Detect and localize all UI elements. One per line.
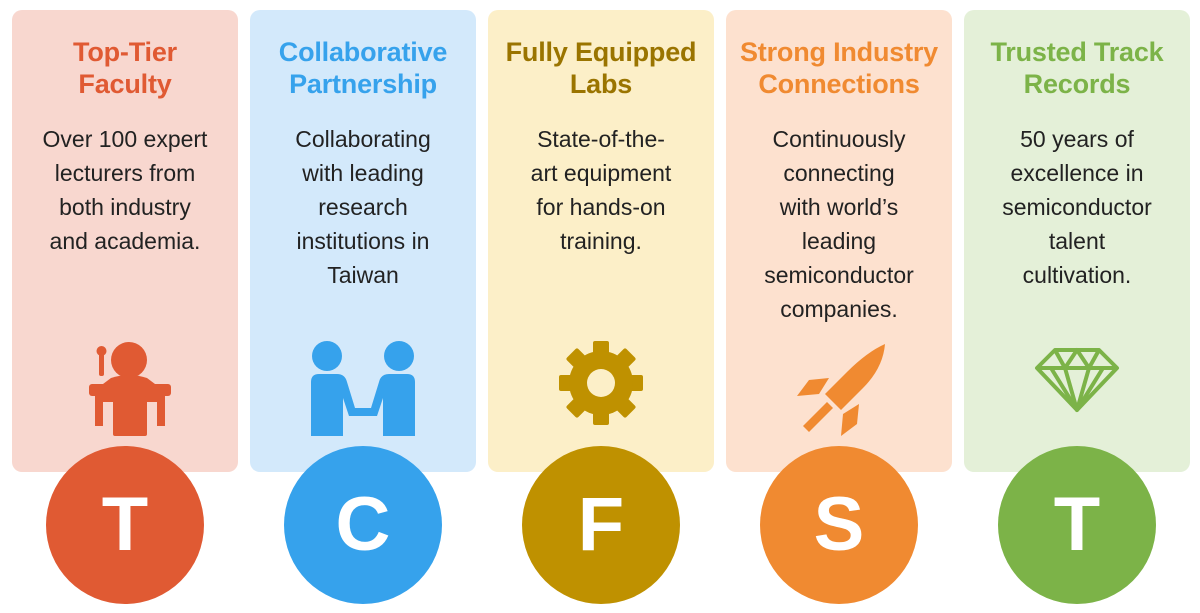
gear-icon — [541, 338, 661, 436]
desc-line: excellence in — [1010, 160, 1144, 186]
rocket-icon — [779, 338, 899, 436]
column-description: Collaborating with leading research inst… — [258, 122, 468, 292]
column-description: Over 100 expert lecturers from both indu… — [20, 122, 230, 258]
column-strong-industry-connections: Strong Industry Connections Continuously… — [726, 10, 952, 613]
desc-line: both industry — [59, 194, 191, 220]
column-title: Fully Equipped Labs — [488, 36, 714, 100]
title-line: Partnership — [289, 69, 437, 99]
desc-line: institutions in — [296, 228, 430, 254]
column-fully-equipped-labs: Fully Equipped Labs State-of-the- art eq… — [488, 10, 714, 613]
desc-line: and academia. — [49, 228, 201, 254]
letter-badge: T — [46, 446, 204, 604]
letter-badge: T — [998, 446, 1156, 604]
card-background — [250, 10, 476, 472]
title-line: Strong Industry — [740, 37, 938, 67]
desc-line: with leading — [302, 160, 424, 186]
title-line: Faculty — [78, 69, 172, 99]
desc-line: training. — [560, 228, 642, 254]
desc-line: companies. — [780, 296, 898, 322]
column-description: 50 years of excellence in semiconductor … — [972, 122, 1182, 292]
card-background — [964, 10, 1190, 472]
diamond-icon — [1017, 338, 1137, 436]
column-description: State-of-the- art equipment for hands-on… — [496, 122, 706, 258]
desc-line: talent — [1048, 228, 1106, 254]
column-title: Strong Industry Connections — [726, 36, 952, 100]
desc-line: leading — [801, 228, 877, 254]
column-title: Trusted Track Records — [964, 36, 1190, 100]
column-title: Top-Tier Faculty — [12, 36, 238, 100]
lecturer-podium-icon — [65, 338, 185, 436]
title-line: Top-Tier — [73, 37, 177, 67]
desc-line: cultivation. — [1022, 262, 1132, 288]
handshake-icon — [303, 338, 423, 436]
title-line: Records — [1023, 69, 1131, 99]
desc-line: Continuously — [772, 126, 906, 152]
desc-line: semiconductor — [764, 262, 914, 288]
column-collaborative-partnership: Collaborative Partnership Collaborating … — [250, 10, 476, 613]
letter-badge: C — [284, 446, 442, 604]
title-line: Collaborative — [278, 37, 448, 67]
desc-line: Taiwan — [327, 262, 399, 288]
title-line: Trusted Track — [990, 37, 1164, 67]
desc-line: semiconductor — [1002, 194, 1152, 220]
title-line: Fully Equipped — [505, 37, 697, 67]
title-line: Connections — [758, 69, 920, 99]
column-top-tier-faculty: Top-Tier Faculty Over 100 expert lecture… — [12, 10, 238, 613]
desc-line: State-of-the- — [537, 126, 665, 152]
title-line: Labs — [569, 69, 633, 99]
desc-line: connecting — [783, 160, 895, 186]
desc-line: 50 years of — [1020, 126, 1134, 152]
desc-line: Collaborating — [295, 126, 431, 152]
column-title: Collaborative Partnership — [250, 36, 476, 100]
desc-line: lecturers from — [54, 160, 196, 186]
desc-line: Over 100 expert — [42, 126, 208, 152]
letter-badge: S — [760, 446, 918, 604]
desc-line: for hands-on — [536, 194, 666, 220]
letter-badge: F — [522, 446, 680, 604]
desc-line: art equipment — [530, 160, 672, 186]
desc-line: with world’s — [779, 194, 899, 220]
column-description: Continuously connecting with world’s lea… — [734, 122, 944, 326]
column-trusted-track-records: Trusted Track Records 50 years of excell… — [964, 10, 1190, 613]
desc-line: research — [318, 194, 408, 220]
